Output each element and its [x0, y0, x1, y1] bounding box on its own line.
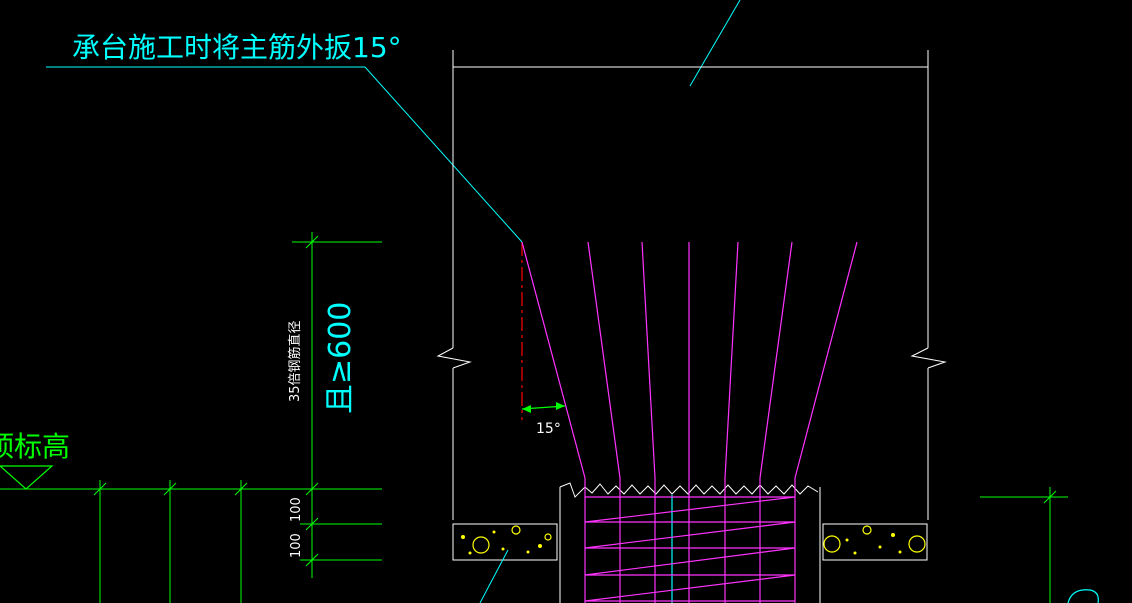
dim-100-lower-text: 100	[289, 533, 304, 558]
angle-dimension	[521, 402, 566, 413]
right-edge-partial-text	[1067, 589, 1099, 603]
left-cushion-layer	[452, 523, 558, 561]
pile-cap-outline	[436, 50, 947, 520]
pile-top-break-line	[559, 482, 819, 498]
pile-body	[559, 478, 821, 603]
angle-label: 15°	[536, 421, 561, 437]
right-cushion-layer	[822, 523, 928, 561]
left-vertical-dimension	[292, 232, 382, 578]
dim-100-upper-text: 100	[289, 497, 304, 522]
elevation-triangle-marker	[0, 465, 54, 490]
main-note-text: 承台施工时将主筋外扳15°	[72, 31, 402, 64]
right-edge-dimension	[980, 487, 1068, 603]
elevation-line	[0, 480, 382, 603]
flared-main-rebars	[521, 241, 858, 479]
dim-35d-text: 35倍钢筋直径	[287, 320, 303, 402]
dim-600-text: 且≥600	[323, 302, 358, 414]
elevation-label: 顶标高	[0, 430, 70, 463]
top-leader-line	[689, 0, 741, 87]
cushion-leader-line	[479, 549, 509, 603]
main-note-leader	[46, 66, 523, 243]
